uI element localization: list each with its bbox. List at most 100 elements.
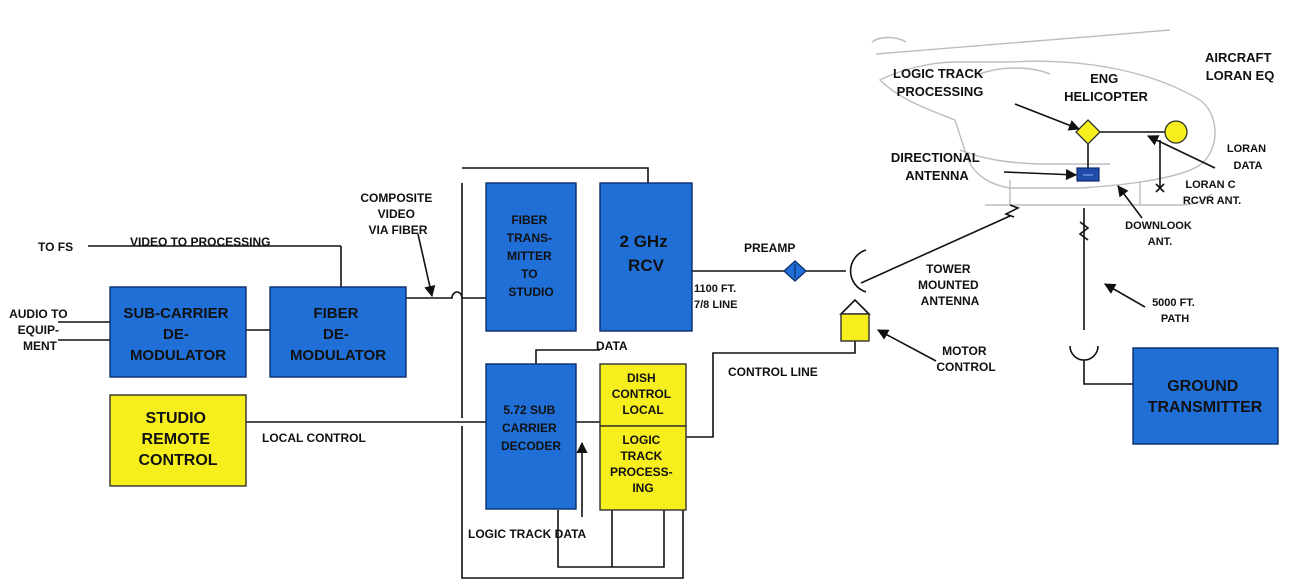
dish-control-local-block: DISH CONTROL LOCAL <box>599 363 687 427</box>
tower-line-1: TOWER <box>926 262 971 276</box>
fiber-tx-line-2: TRANS- <box>507 231 552 245</box>
logic-track-line-4: ING <box>632 481 653 495</box>
logic-track-line-1: LOGIC <box>622 433 660 447</box>
path-break-marks <box>1004 204 1090 241</box>
loran-data-line-2: DATA <box>1234 160 1263 172</box>
loran-data-label: LORAN DATA <box>1227 143 1269 172</box>
decoder-line-3: DECODER <box>501 439 561 453</box>
sub-carrier-line-2: DE- <box>163 326 189 343</box>
audio-line-2: EQUIP- <box>18 323 59 337</box>
studio-remote-line-1: STUDIO <box>146 410 206 427</box>
audio-line-1: AUDIO TO <box>9 307 67 321</box>
svg-text:SUB-CARRIER DE- MO: SUB-CARRIER DE- MODULATOR <box>123 305 232 364</box>
line-1100-line-1: 1100 FT. <box>694 283 736 295</box>
logic-track-processing-block: LOGIC TRACK PROCESS- ING <box>599 425 687 511</box>
path-line-2: PATH <box>1161 313 1189 325</box>
svg-text:FIBER TRANS- MITTE: FIBER TRANS- MITTER TO STUDIO <box>507 213 556 299</box>
preamp-diamond <box>783 260 807 282</box>
rcv-line-1: 2 GHz <box>620 232 668 251</box>
directional-line-1: DIRECTIONAL <box>891 150 980 165</box>
dish-control-line-1: DISH <box>627 371 656 385</box>
svg-text:5.72 SUB CARRIER D: 5.72 SUB CARRIER DECODER <box>501 403 561 453</box>
composite-video-label: COMPOSITE VIDEO VIA FIBER <box>360 191 435 237</box>
studio-remote-line-3: CONTROL <box>138 452 217 469</box>
decoder-line-2: CARRIER <box>502 421 557 435</box>
downlook-label: DOWNLOOK ANT. <box>1125 220 1195 248</box>
svg-text:STUDIO REMOTE CONT: STUDIO REMOTE CONTROL <box>138 410 217 469</box>
loran-data-line-1: LORAN <box>1227 143 1266 155</box>
sub-carrier-line-3: MODULATOR <box>130 347 226 364</box>
downlook-line-2: ANT. <box>1148 236 1172 248</box>
receiver-2ghz-block: 2 GHz RCV <box>599 182 693 332</box>
fiber-demod-line-3: MODULATOR <box>290 347 386 364</box>
logic-track-line-3: PROCESS- <box>610 465 673 479</box>
helicopter-equipment-icons <box>1075 119 1188 193</box>
studio-remote-control-block: STUDIO REMOTE CONTROL <box>109 394 247 487</box>
fiber-transmitter-block: FIBER TRANS- MITTER TO STUDIO <box>485 182 577 332</box>
composite-line-3: VIA FIBER <box>369 223 428 237</box>
tower-mounted-antenna-icon <box>839 249 871 342</box>
fiber-demod-line-1: FIBER <box>313 305 358 322</box>
tower-antenna-label: TOWER MOUNTED ANTENNA <box>918 262 982 308</box>
svg-text:DISH CONTROL LOCAL: DISH CONTROL LOCAL <box>612 371 674 417</box>
ground-transmitter-block: GROUND TRANSMITTER <box>1132 347 1279 445</box>
loran-c-line-2: RCVR ANT. <box>1183 195 1241 207</box>
ground-tx-line-1: GROUND <box>1167 378 1238 395</box>
motor-line-1: MOTOR <box>942 344 987 358</box>
fiber-tx-line-3: MITTER <box>507 249 552 263</box>
fiber-demodulator-block: FIBER DE- MODULATOR <box>269 286 407 378</box>
motor-control-label: MOTOR CONTROL <box>936 344 995 374</box>
aircraft-line-1: AIRCRAFT <box>1205 50 1271 65</box>
svg-text:LOGIC TRACK PROCES: LOGIC TRACK PROCESS- ING <box>610 433 676 495</box>
aircraft-line-2: LORAN EQ <box>1206 68 1275 83</box>
directional-line-2: ANTENNA <box>905 168 969 183</box>
eng-line-1: ENG <box>1090 71 1118 86</box>
loran-c-line-1: LORAN C <box>1185 179 1235 191</box>
sub-carrier-line-1: SUB-CARRIER <box>123 305 228 322</box>
video-to-processing-label: VIDEO TO PROCESSING <box>130 235 270 249</box>
ltp-line-1: LOGIC TRACK <box>893 66 984 81</box>
audio-line-3: MENT <box>23 339 58 353</box>
line-1100-label: 1100 FT. 7/8 LINE <box>694 283 739 311</box>
line-1100-line-2: 7/8 LINE <box>694 299 737 311</box>
rcv-line-2: RCV <box>628 256 665 275</box>
loran-c-label: LORAN C RCVR ANT. <box>1183 179 1241 207</box>
directional-antenna-label: DIRECTIONAL ANTENNA <box>891 150 983 183</box>
tower-line-2: MOUNTED <box>918 278 979 292</box>
dish-control-line-2: CONTROL <box>612 387 671 401</box>
preamp-label: PREAMP <box>744 241 795 255</box>
svg-text:2 GHz RCV: 2 GHz RCV <box>620 232 673 275</box>
composite-line-2: VIDEO <box>378 207 415 221</box>
data-label: DATA <box>596 339 628 353</box>
svg-text:FIBER DE- MODULATO: FIBER DE- MODULATOR <box>290 305 386 364</box>
fiber-demod-line-2: DE- <box>323 326 349 343</box>
ground-tx-line-2: TRANSMITTER <box>1148 399 1263 416</box>
audio-to-equipment-label: AUDIO TO EQUIP- MENT <box>9 307 71 353</box>
subcarrier-decoder-block: 5.72 SUB CARRIER DECODER <box>485 363 577 510</box>
studio-remote-line-2: REMOTE <box>142 431 211 448</box>
to-fs-label: TO FS <box>38 240 73 254</box>
diagram-labels: TO FS VIDEO TO PROCESSING AUDIO TO EQUIP… <box>9 50 1275 541</box>
svg-text:GROUND TRANSMITTER: GROUND TRANSMITTER <box>1148 378 1263 416</box>
ltp-line-2: PROCESSING <box>897 84 984 99</box>
logic-track-processing-label: LOGIC TRACK PROCESSING <box>893 66 987 99</box>
sub-carrier-demodulator-block: SUB-CARRIER DE- MODULATOR <box>109 286 247 378</box>
control-line-label: CONTROL LINE <box>728 365 818 379</box>
path-line-1: 5000 FT. <box>1152 297 1195 309</box>
downlook-line-1: DOWNLOOK <box>1125 220 1192 232</box>
composite-line-1: COMPOSITE <box>360 191 432 205</box>
logic-track-line-2: TRACK <box>620 449 662 463</box>
local-control-label: LOCAL CONTROL <box>262 431 366 445</box>
ground-antenna-icon <box>1069 345 1099 361</box>
tower-line-3: ANTENNA <box>921 294 980 308</box>
logic-track-data-label: LOGIC TRACK DATA <box>468 527 587 541</box>
eng-helicopter-label: ENG HELICOPTER <box>1064 71 1148 104</box>
eng-line-2: HELICOPTER <box>1064 89 1148 104</box>
path-5000-label: 5000 FT. PATH <box>1152 297 1198 325</box>
fiber-tx-line-4: TO <box>521 267 537 281</box>
decoder-line-1: 5.72 SUB <box>503 403 555 417</box>
signal-wires <box>58 131 1168 579</box>
fiber-tx-line-5: STUDIO <box>508 285 553 299</box>
dish-control-line-3: LOCAL <box>622 403 663 417</box>
